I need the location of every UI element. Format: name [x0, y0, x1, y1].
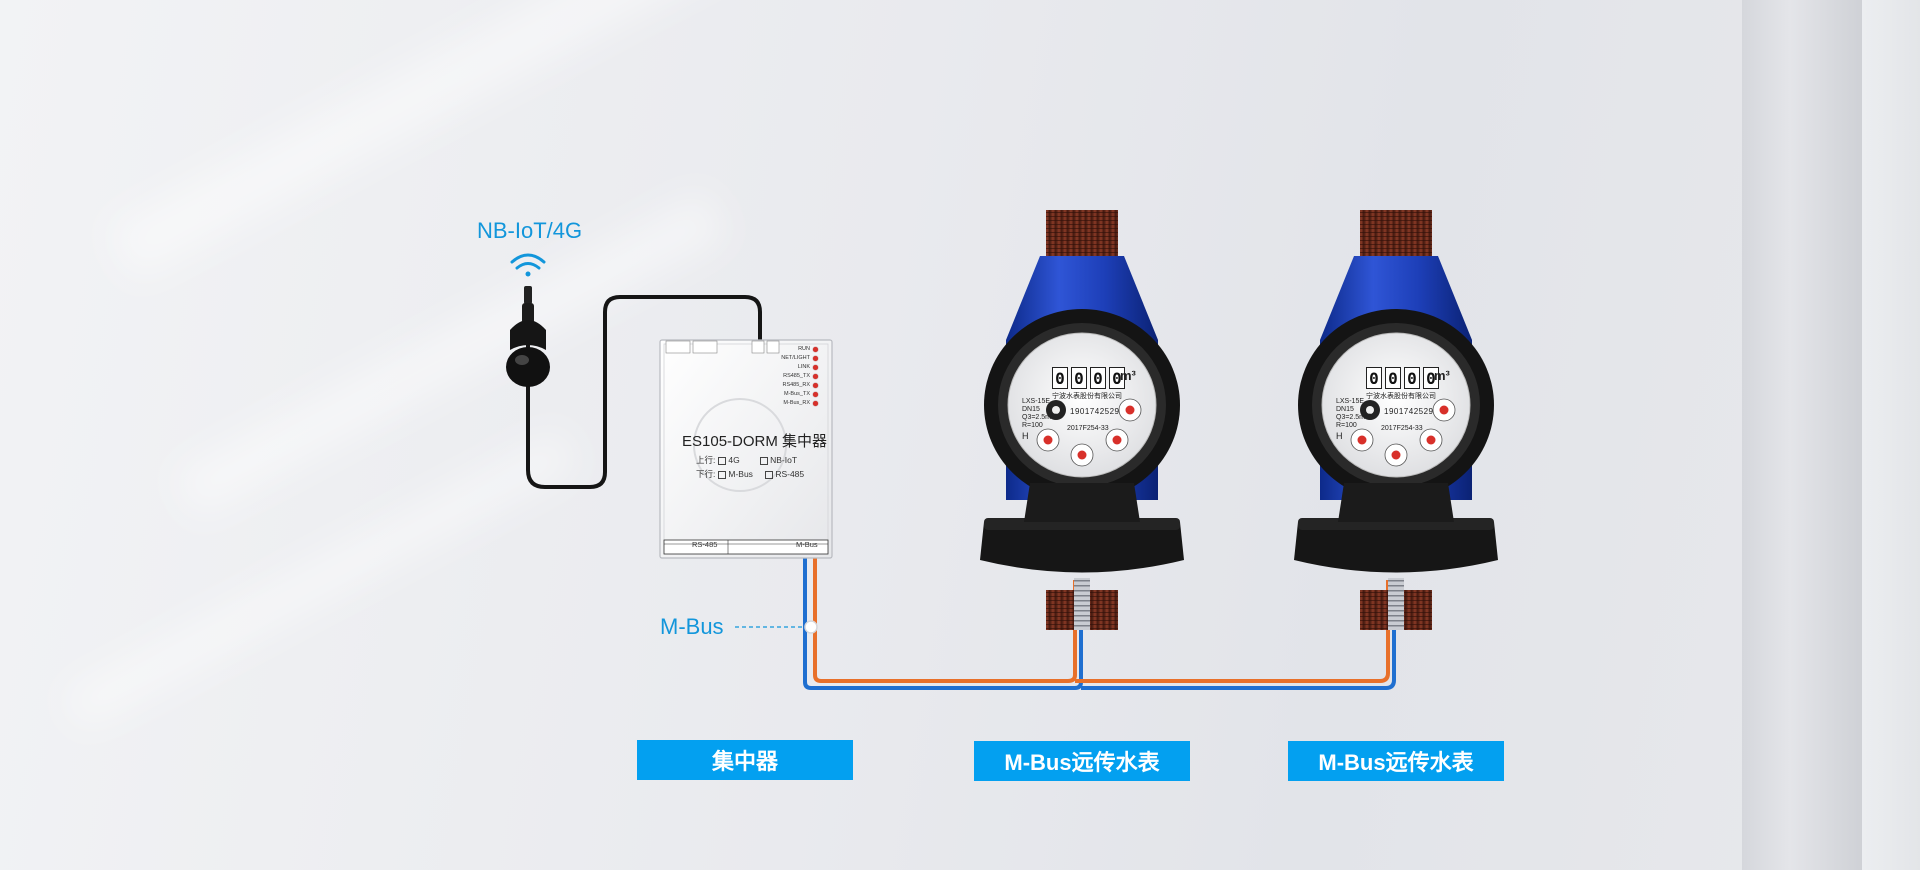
meter-spec: DN15 [1022, 406, 1040, 413]
led-indicator-icon [813, 355, 818, 361]
meter-digit: 0 [1052, 367, 1068, 389]
meter-digit: 0 [1404, 367, 1420, 389]
led-indicator-icon [813, 382, 818, 388]
checkbox-icon [765, 470, 774, 479]
meter-spec: R=100 [1336, 422, 1357, 429]
antenna [506, 286, 550, 387]
led-label: M-Bus_TX [784, 391, 810, 397]
meter-spec: LXS-15E [1336, 398, 1365, 405]
meter-spec: R=100 [1022, 422, 1043, 429]
water-meter-2 [1294, 210, 1498, 630]
checkbox-icon [718, 470, 727, 479]
meter-unit: m³ [1120, 368, 1136, 383]
meter-digit: 0 [1071, 367, 1087, 389]
led-indicator-icon [813, 400, 818, 406]
led-label: M-Bus_RX [783, 400, 810, 406]
led-indicator-icon [813, 364, 818, 370]
uplink-label: 上行: [696, 455, 716, 465]
downlink-option: RS-485 [775, 469, 805, 479]
meter-maker: 宁波水表股份有限公司 [1366, 393, 1436, 400]
meter-grade: H [1336, 431, 1343, 441]
network-label: NB-IoT/4G [477, 218, 583, 243]
uplink-row: 上行: 4G NB-IoT [696, 454, 797, 466]
meter-digit: 0 [1109, 367, 1125, 389]
led-label: NET/LIGHT [781, 355, 810, 361]
meter-digit: 0 [1366, 367, 1382, 389]
led-label: RS485_RX [782, 382, 810, 388]
meter-serial: 1901742529 [1070, 407, 1120, 416]
m-bus-junction [804, 620, 818, 634]
meter-standard: 2017F254-33 [1381, 425, 1423, 432]
m-bus-label: M-Bus [660, 614, 724, 639]
meter-spec: DN15 [1336, 406, 1354, 413]
led-row: RUN [798, 346, 818, 352]
meter-standard: 2017F254-33 [1067, 425, 1109, 432]
caption-meter-2: M-Bus远传水表 [1288, 741, 1504, 781]
meter-spec: Q3=2.5m³/h [1022, 414, 1060, 421]
meter-digit: 0 [1423, 367, 1439, 389]
port-label-mbus: M-Bus [796, 540, 818, 549]
meter-reading: 0 0 0 0 [1052, 367, 1125, 389]
meter-digit: 0 [1385, 367, 1401, 389]
led-label: RUN [798, 346, 810, 352]
concentrator-title: ES105-DORM 集中器 [682, 433, 828, 450]
concentrator-device [659, 339, 833, 559]
led-indicator-icon [813, 346, 818, 352]
meter-reading: 0 0 0 0 [1366, 367, 1439, 389]
led-row: NET/LIGHT [781, 355, 818, 361]
downlink-row: 下行: M-Bus RS-485 [696, 468, 804, 480]
checkbox-icon [760, 456, 769, 465]
led-indicator-icon [813, 373, 818, 379]
led-indicator-icon [813, 391, 818, 397]
checkbox-icon [718, 456, 727, 465]
meter-maker: 宁波水表股份有限公司 [1052, 393, 1122, 400]
caption-meter-1: M-Bus远传水表 [974, 741, 1190, 781]
meter-serial: 1901742529 [1384, 407, 1434, 416]
led-panel: RUN NET/LIGHT LINK RS485_TX RS485_RX M-B… [760, 346, 818, 406]
antenna-cable [526, 290, 762, 489]
wall-step [1742, 0, 1862, 870]
led-label: LINK [797, 364, 810, 370]
wall-edge [1862, 0, 1920, 870]
meter-spec: LXS-15E [1022, 398, 1051, 405]
m-bus-wires [803, 558, 1396, 690]
led-row: RS485_RX [782, 382, 818, 388]
meter-spec: Q3=2.5m³/h [1336, 414, 1374, 421]
led-label: RS485_TX [783, 373, 810, 379]
downlink-label: 下行: [696, 469, 716, 479]
water-meter-1 [980, 210, 1184, 630]
led-row: M-Bus_RX [783, 400, 818, 406]
led-row: RS485_TX [783, 373, 818, 379]
meter-unit: m³ [1434, 368, 1450, 383]
uplink-option: 4G [728, 455, 740, 465]
wifi-signal-icon [510, 253, 546, 277]
led-row: M-Bus_TX [784, 391, 818, 397]
led-row: LINK [798, 364, 818, 370]
meter-digit: 0 [1090, 367, 1106, 389]
downlink-option: M-Bus [728, 469, 753, 479]
port-label-rs485: RS-485 [692, 540, 718, 549]
uplink-option: NB-IoT [770, 455, 798, 465]
meter-grade: H [1022, 431, 1029, 441]
caption-concentrator: 集中器 [637, 740, 853, 780]
